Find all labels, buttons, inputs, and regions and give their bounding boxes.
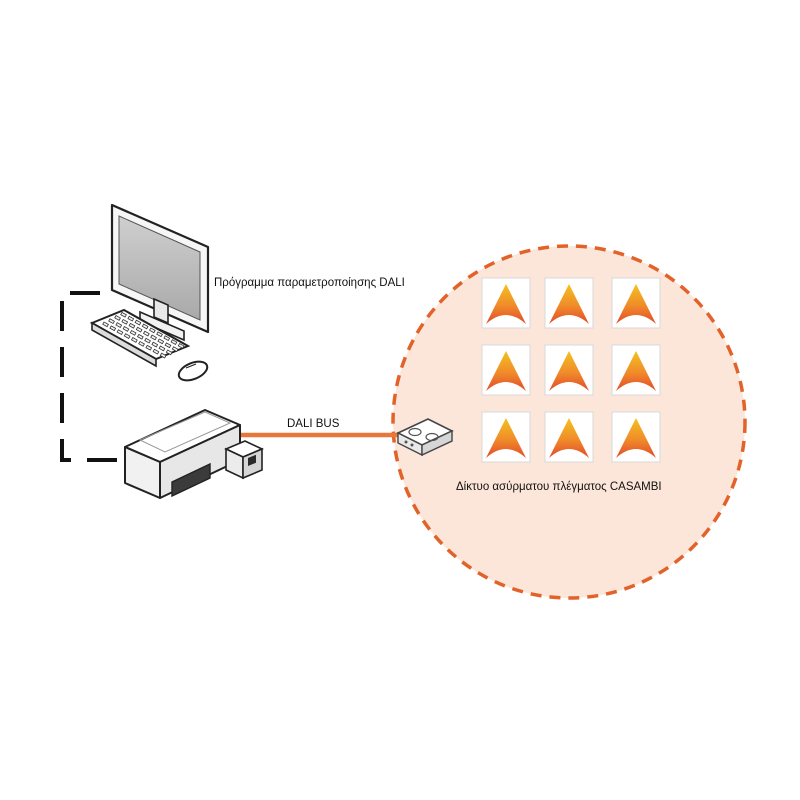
keyboard-key	[138, 340, 145, 347]
keyboard-key	[142, 330, 150, 337]
software-label: Πρόγραμμα παραμετροποίησης DALI	[214, 277, 405, 289]
keyboard-key	[136, 333, 144, 340]
keyboard-key	[130, 337, 138, 343]
keyboard-key	[134, 319, 142, 326]
luminaire-icon	[611, 277, 661, 329]
keyboard-key	[164, 342, 172, 349]
keyboard-key	[141, 323, 149, 330]
dali-controller-icon	[124, 409, 264, 499]
keyboard-key	[163, 335, 171, 342]
keyboard-key	[122, 326, 130, 332]
keyboard-key	[145, 344, 153, 351]
luminaire-icon	[481, 277, 531, 329]
luminaire-icon	[544, 411, 594, 463]
keyboard-key	[114, 315, 121, 321]
keyboard-key	[156, 331, 163, 338]
keyboard-key	[109, 325, 117, 332]
luminaire-icon	[481, 411, 531, 463]
computer-controller-link	[60, 291, 124, 462]
keyboard-key	[170, 339, 178, 345]
luminaire-icon	[611, 411, 661, 463]
keyboard-key	[150, 334, 157, 341]
dali-bus-label: DALI BUS	[287, 418, 340, 430]
keyboard-key	[108, 318, 115, 325]
keyboard-key	[123, 333, 131, 339]
keyboard-icon	[89, 308, 191, 368]
casambi-gateway-icon	[396, 418, 454, 457]
mouse-icon	[177, 360, 209, 382]
keyboard-key	[121, 318, 129, 325]
keyboard-key	[129, 329, 137, 336]
luminaire-icon	[544, 344, 594, 396]
luminaire-icon	[611, 344, 661, 396]
keyboard-key	[157, 338, 165, 345]
luminaire-grid	[481, 277, 661, 463]
keyboard-key	[127, 315, 135, 322]
keyboard-key	[115, 322, 123, 328]
keyboard-key	[144, 337, 151, 344]
keyboard-key	[152, 348, 160, 355]
keyboard-key	[171, 346, 179, 353]
mesh-network-label: Δίκτυο ασύρματου πλέγματος CASAMBI	[456, 481, 662, 493]
keyboard-key	[102, 321, 109, 328]
keyboard-key	[120, 311, 127, 318]
keyboard-key	[128, 322, 136, 329]
keyboard-key	[158, 345, 166, 352]
keyboard-key	[135, 326, 143, 333]
keyboard-key	[177, 343, 185, 349]
keyboard-key	[165, 349, 173, 356]
keyboard-key	[116, 329, 124, 336]
keyboard-keys	[102, 311, 185, 359]
keyboard-key	[151, 341, 159, 348]
luminaire-icon	[481, 344, 531, 396]
keyboard-key	[148, 327, 156, 334]
keyboard-key	[159, 352, 167, 359]
luminaire-icon	[544, 277, 594, 329]
